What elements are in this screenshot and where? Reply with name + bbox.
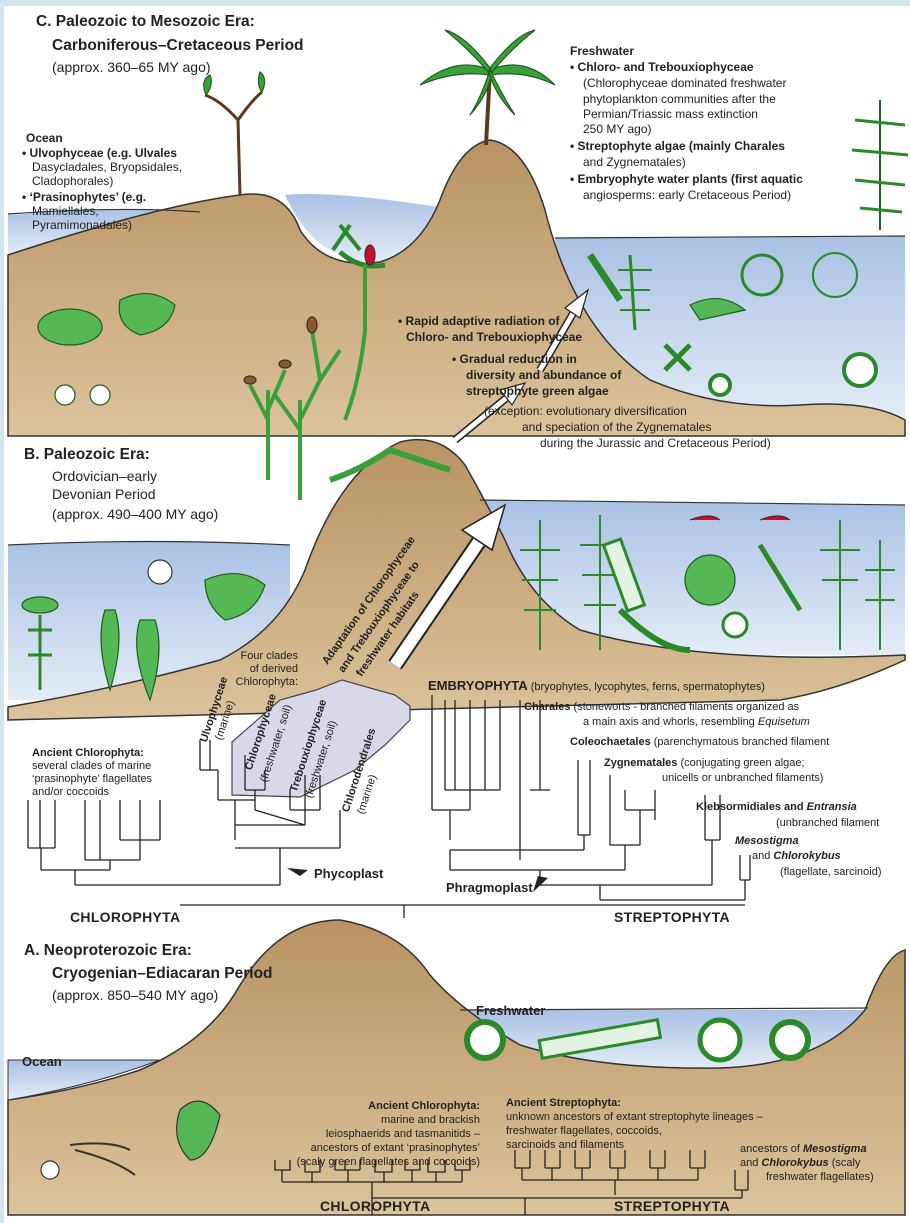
charales-label: Charales (stoneworts - branched filament… [524, 701, 799, 714]
panel-c-ocean-heading: Ocean [26, 131, 63, 146]
charales-desc-2: a main axis and whorls, resembling Equis… [583, 716, 810, 729]
exception-2: and speciation of the Zygnematales [522, 420, 711, 435]
top-frame [0, 0, 910, 6]
panel-c-freshwater-l5: 250 MY ago) [583, 122, 652, 137]
panel-c-freshwater-l4: Permian/Triassic mass extinction [583, 107, 758, 122]
panel-a-ancient-strepto-4: sarcinoids and filaments [506, 1139, 624, 1152]
panel-c-freshwater-l3: phytoplankton communities after the [583, 92, 776, 107]
gradual-reduction-3: streptophyte green algae [466, 384, 609, 399]
rapid-radiation-1: • Rapid adaptive radiation of [398, 314, 560, 329]
panel-c-ocean-prasino: • ‘Prasinophytes’ (e.g. [22, 190, 146, 205]
klebsormidiales-desc: (unbranched filament [776, 817, 879, 830]
panel-a-ancient-chloro-3: leiosphaerids and tasmanitids – [238, 1128, 480, 1141]
ancient-chlorophyta-b-1: Ancient Chlorophyta: [32, 747, 144, 760]
ancient-chlorophyta-b-2: several clades of marine [32, 760, 151, 773]
coleochaetales-label: Coleochaetales (parenchymatous branched … [570, 736, 829, 749]
gradual-reduction-2: diversity and abundance of [466, 368, 621, 383]
ancient-chlorophyta-b-4: and/or coccoids [32, 786, 109, 799]
panel-c-ocean-l3: Cladophorales) [32, 174, 113, 189]
panel-c-freshwater-l8: • Embryophyte water plants (first aquati… [570, 172, 803, 187]
panel-b-title-1: B. Paleozoic Era: [24, 445, 150, 464]
panel-c-ocean-l5: Mamiellales, [32, 204, 99, 219]
panel-a-streptophyta: STREPTOPHYTA [614, 1199, 730, 1214]
panel-a-ancient-chloro-5: (scaly green flagellates and coccoids) [238, 1156, 480, 1169]
phragmoplast-label: Phragmoplast [446, 880, 533, 895]
panel-a-ancient-chloro-2: marine and brackish [278, 1114, 480, 1127]
panel-b-date: (approx. 490–400 MY ago) [52, 506, 218, 523]
panel-b-title-2: Ordovician–early [52, 468, 157, 485]
panel-a-meso-3: freshwater flagellates) [766, 1171, 874, 1184]
phycoplast-label: Phycoplast [314, 866, 383, 881]
panel-a-title-1: A. Neoproterozoic Era: [24, 941, 192, 960]
left-frame [0, 0, 4, 1223]
panel-c-title-1: C. Paleozoic to Mesozoic Era: [36, 12, 255, 31]
panel-b-chlorophyta: CHLOROPHYTA [70, 910, 180, 925]
panel-a-freshwater: Freshwater [476, 1003, 545, 1018]
panel-b-title-3: Devonian Period [52, 486, 156, 503]
panel-c-freshwater-l7: and Zygnematales) [583, 155, 686, 170]
mesostigma-desc: (flagellate, sarcinoid) [780, 866, 882, 879]
panel-a-chlorophyta: CHLOROPHYTA [320, 1199, 430, 1214]
panel-c-freshwater-l6: • Streptophyte algae (mainly Charales [570, 139, 785, 154]
klebsormidiales-label: Klebsormidiales and Entransia [696, 801, 857, 814]
embryophyta-label: EMBRYOPHYTA (bryophytes, lycophytes, fer… [428, 679, 765, 694]
panel-b-streptophyta: STREPTOPHYTA [614, 910, 730, 925]
panel-a-ancient-chloro-4: ancestors of extant ‘prasinophytes’ [238, 1142, 480, 1155]
panel-c-ocean-l6: Pyramimonadales) [32, 218, 132, 233]
four-clades-3: Chlorophyta: [228, 676, 298, 689]
mesostigma-label-2: and Chlorokybus [752, 850, 841, 863]
zygnematales-label: Zygnematales (conjugating green algae; [604, 757, 805, 770]
panel-a-ancient-strepto-2: unknown ancestors of extant streptophyte… [506, 1111, 763, 1124]
panel-c-freshwater-heading: Freshwater [570, 44, 634, 59]
panel-a-ocean: Ocean [22, 1054, 62, 1069]
panel-c-freshwater-l1: • Chloro- and Trebouxiophyceae [570, 60, 754, 75]
panel-a-ancient-chloro-1: Ancient Chlorophyta: [278, 1100, 480, 1113]
panel-c-date: (approx. 360–65 MY ago) [52, 59, 211, 76]
panel-a-ancient-strepto-1: Ancient Streptophyta: [506, 1097, 621, 1110]
rapid-radiation-2: Chloro- and Trebouxiophyceae [406, 330, 582, 345]
four-clades-1: Four clades [228, 650, 298, 663]
panel-c-title-2: Carboniferous–Cretaceous Period [52, 36, 304, 55]
ancient-chlorophyta-b-3: ‘prasinophyte’ flagellates [32, 773, 152, 786]
four-clades-2: of derived [228, 663, 298, 676]
panel-a-meso-2: and Chlorokybus (scaly [740, 1157, 860, 1170]
panel-a-ancient-strepto-3: freshwater flagellates, coccoids, [506, 1125, 662, 1138]
panel-a-meso-1: ancestors of Mesostigma [740, 1143, 867, 1156]
mesostigma-label: Mesostigma [735, 835, 799, 848]
panel-a-title-2: Cryogenian–Ediacaran Period [52, 964, 273, 983]
panel-c-freshwater-l9: angiosperms: early Cretaceous Period) [583, 188, 791, 203]
exception-1: (exception: evolutionary diversification [484, 404, 687, 419]
panel-c-ocean-l2: Dasycladales, Bryopsidales, [32, 160, 182, 175]
panel-c-freshwater-l2: (Chlorophyceae dominated freshwater [583, 76, 786, 91]
gradual-reduction-1: • Gradual reduction in [452, 352, 577, 367]
panel-a-date: (approx. 850–540 MY ago) [52, 987, 218, 1004]
panel-c-ocean-ulvo: • Ulvophyceae (e.g. Ulvales [22, 146, 177, 161]
zygnematales-desc-2: unicells or unbranched filaments) [662, 772, 823, 785]
exception-3: during the Jurassic and Cretaceous Perio… [540, 436, 771, 451]
